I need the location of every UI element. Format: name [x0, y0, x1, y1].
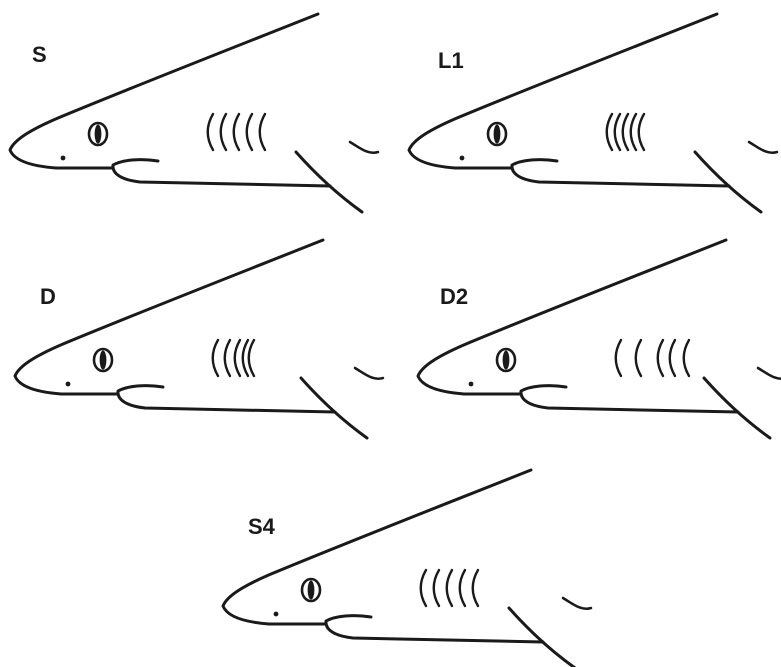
jaw-belly-line [519, 384, 740, 414]
shark-head-s [8, 12, 380, 214]
eye-pupil [99, 350, 107, 370]
gill-slit [247, 338, 256, 378]
gill-slit [258, 112, 267, 152]
body-contour [747, 140, 779, 154]
gill-slit [605, 112, 614, 152]
panel-label-s: S [32, 42, 47, 67]
eye-ring [87, 121, 109, 147]
eye-pupil [94, 124, 102, 144]
body-contour [348, 140, 380, 154]
gill-slit [245, 112, 254, 152]
gill-slit [471, 568, 480, 608]
gill-slit [637, 112, 646, 152]
nostril [60, 155, 66, 161]
pectoral-fin [702, 376, 772, 440]
pectoral-fin [507, 606, 577, 667]
eye-ring [495, 347, 517, 373]
eye-ring [300, 577, 322, 603]
gill-slit [634, 338, 643, 378]
gill-slit [629, 112, 638, 152]
body-contour [756, 366, 781, 380]
pectoral-fin [299, 376, 369, 440]
body-contour [561, 596, 593, 610]
shark-head-l1 [407, 12, 779, 214]
eye-pupil [502, 350, 510, 370]
gill-slit [223, 338, 232, 378]
gill-slit [419, 568, 428, 608]
head-outline [416, 238, 728, 396]
head-outline [221, 468, 533, 626]
panel-label-d2: D2 [440, 284, 469, 309]
jaw-belly-line [116, 384, 337, 414]
eye-ring [486, 121, 508, 147]
gill-slit [211, 338, 220, 378]
jaw-belly-line [111, 158, 332, 188]
nostril [459, 155, 465, 161]
pectoral-fin [693, 150, 763, 214]
panel-label-s4: S4 [248, 514, 275, 539]
eye-ring [92, 347, 114, 373]
shark-head-s4 [221, 468, 593, 667]
gill-slit [682, 338, 691, 378]
gill-slit [458, 568, 467, 608]
gill-slit [614, 338, 623, 378]
shark-head-d [13, 238, 385, 440]
gill-slit [219, 112, 228, 152]
eye-pupil [493, 124, 501, 144]
gill-slit [613, 112, 622, 152]
panel-label-l1: L1 [438, 48, 464, 73]
head-outline [8, 12, 320, 170]
gill-slit [621, 112, 630, 152]
jaw-belly-line [510, 158, 731, 188]
gill-slit [445, 568, 454, 608]
head-outline [407, 12, 719, 170]
gill-slit [206, 112, 215, 152]
gill-slit [668, 338, 677, 378]
gill-slit [432, 568, 441, 608]
gill-slit [233, 338, 242, 378]
gill-slit [232, 112, 241, 152]
body-contour [353, 366, 385, 380]
pectoral-fin [294, 150, 364, 214]
panel-label-d: D [40, 284, 56, 309]
nostril [468, 381, 474, 387]
gill-slit [656, 338, 665, 378]
jaw-belly-line [324, 614, 545, 644]
shark-head-d2 [416, 238, 781, 440]
head-outline [13, 238, 325, 396]
nostril [65, 381, 71, 387]
nostril [273, 611, 279, 617]
gill-slit [241, 338, 250, 378]
eye-pupil [307, 580, 315, 600]
